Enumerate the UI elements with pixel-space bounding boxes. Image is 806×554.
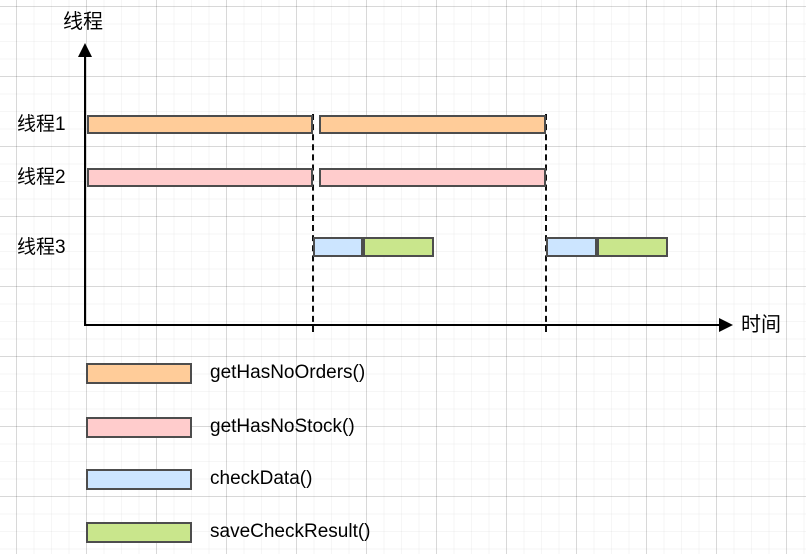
dashed-line-1 <box>312 114 314 332</box>
dashed-line-2 <box>545 114 547 332</box>
bar-getHasNoStock-2 <box>319 168 546 187</box>
x-axis <box>84 324 720 326</box>
legend-label-0: getHasNoOrders() <box>210 362 366 383</box>
legend-swatch-blue <box>86 469 192 490</box>
row-label-thread1: 线程1 <box>17 114 66 135</box>
x-axis-label: 时间 <box>741 314 781 336</box>
legend-label-2: checkData() <box>210 468 313 489</box>
bar-getHasNoOrders-1 <box>87 115 313 134</box>
bar-getHasNoStock-1 <box>87 168 313 187</box>
legend-label-3: saveCheckResult() <box>210 521 371 542</box>
bar-saveCheckResult-1 <box>363 237 434 257</box>
x-axis-arrow-icon <box>719 318 733 332</box>
bar-checkData-2 <box>546 237 597 257</box>
row-label-thread2: 线程2 <box>17 167 66 188</box>
y-axis-label: 线程 <box>63 11 103 33</box>
legend-label-1: getHasNoStock() <box>210 416 355 437</box>
legend-swatch-orange <box>86 363 192 384</box>
y-axis <box>84 45 86 326</box>
row-label-thread3: 线程3 <box>17 237 66 258</box>
bar-checkData-1 <box>313 237 363 257</box>
legend-swatch-green <box>86 522 192 543</box>
bar-saveCheckResult-2 <box>597 237 668 257</box>
legend-swatch-pink <box>86 417 192 438</box>
bar-getHasNoOrders-2 <box>319 115 546 134</box>
